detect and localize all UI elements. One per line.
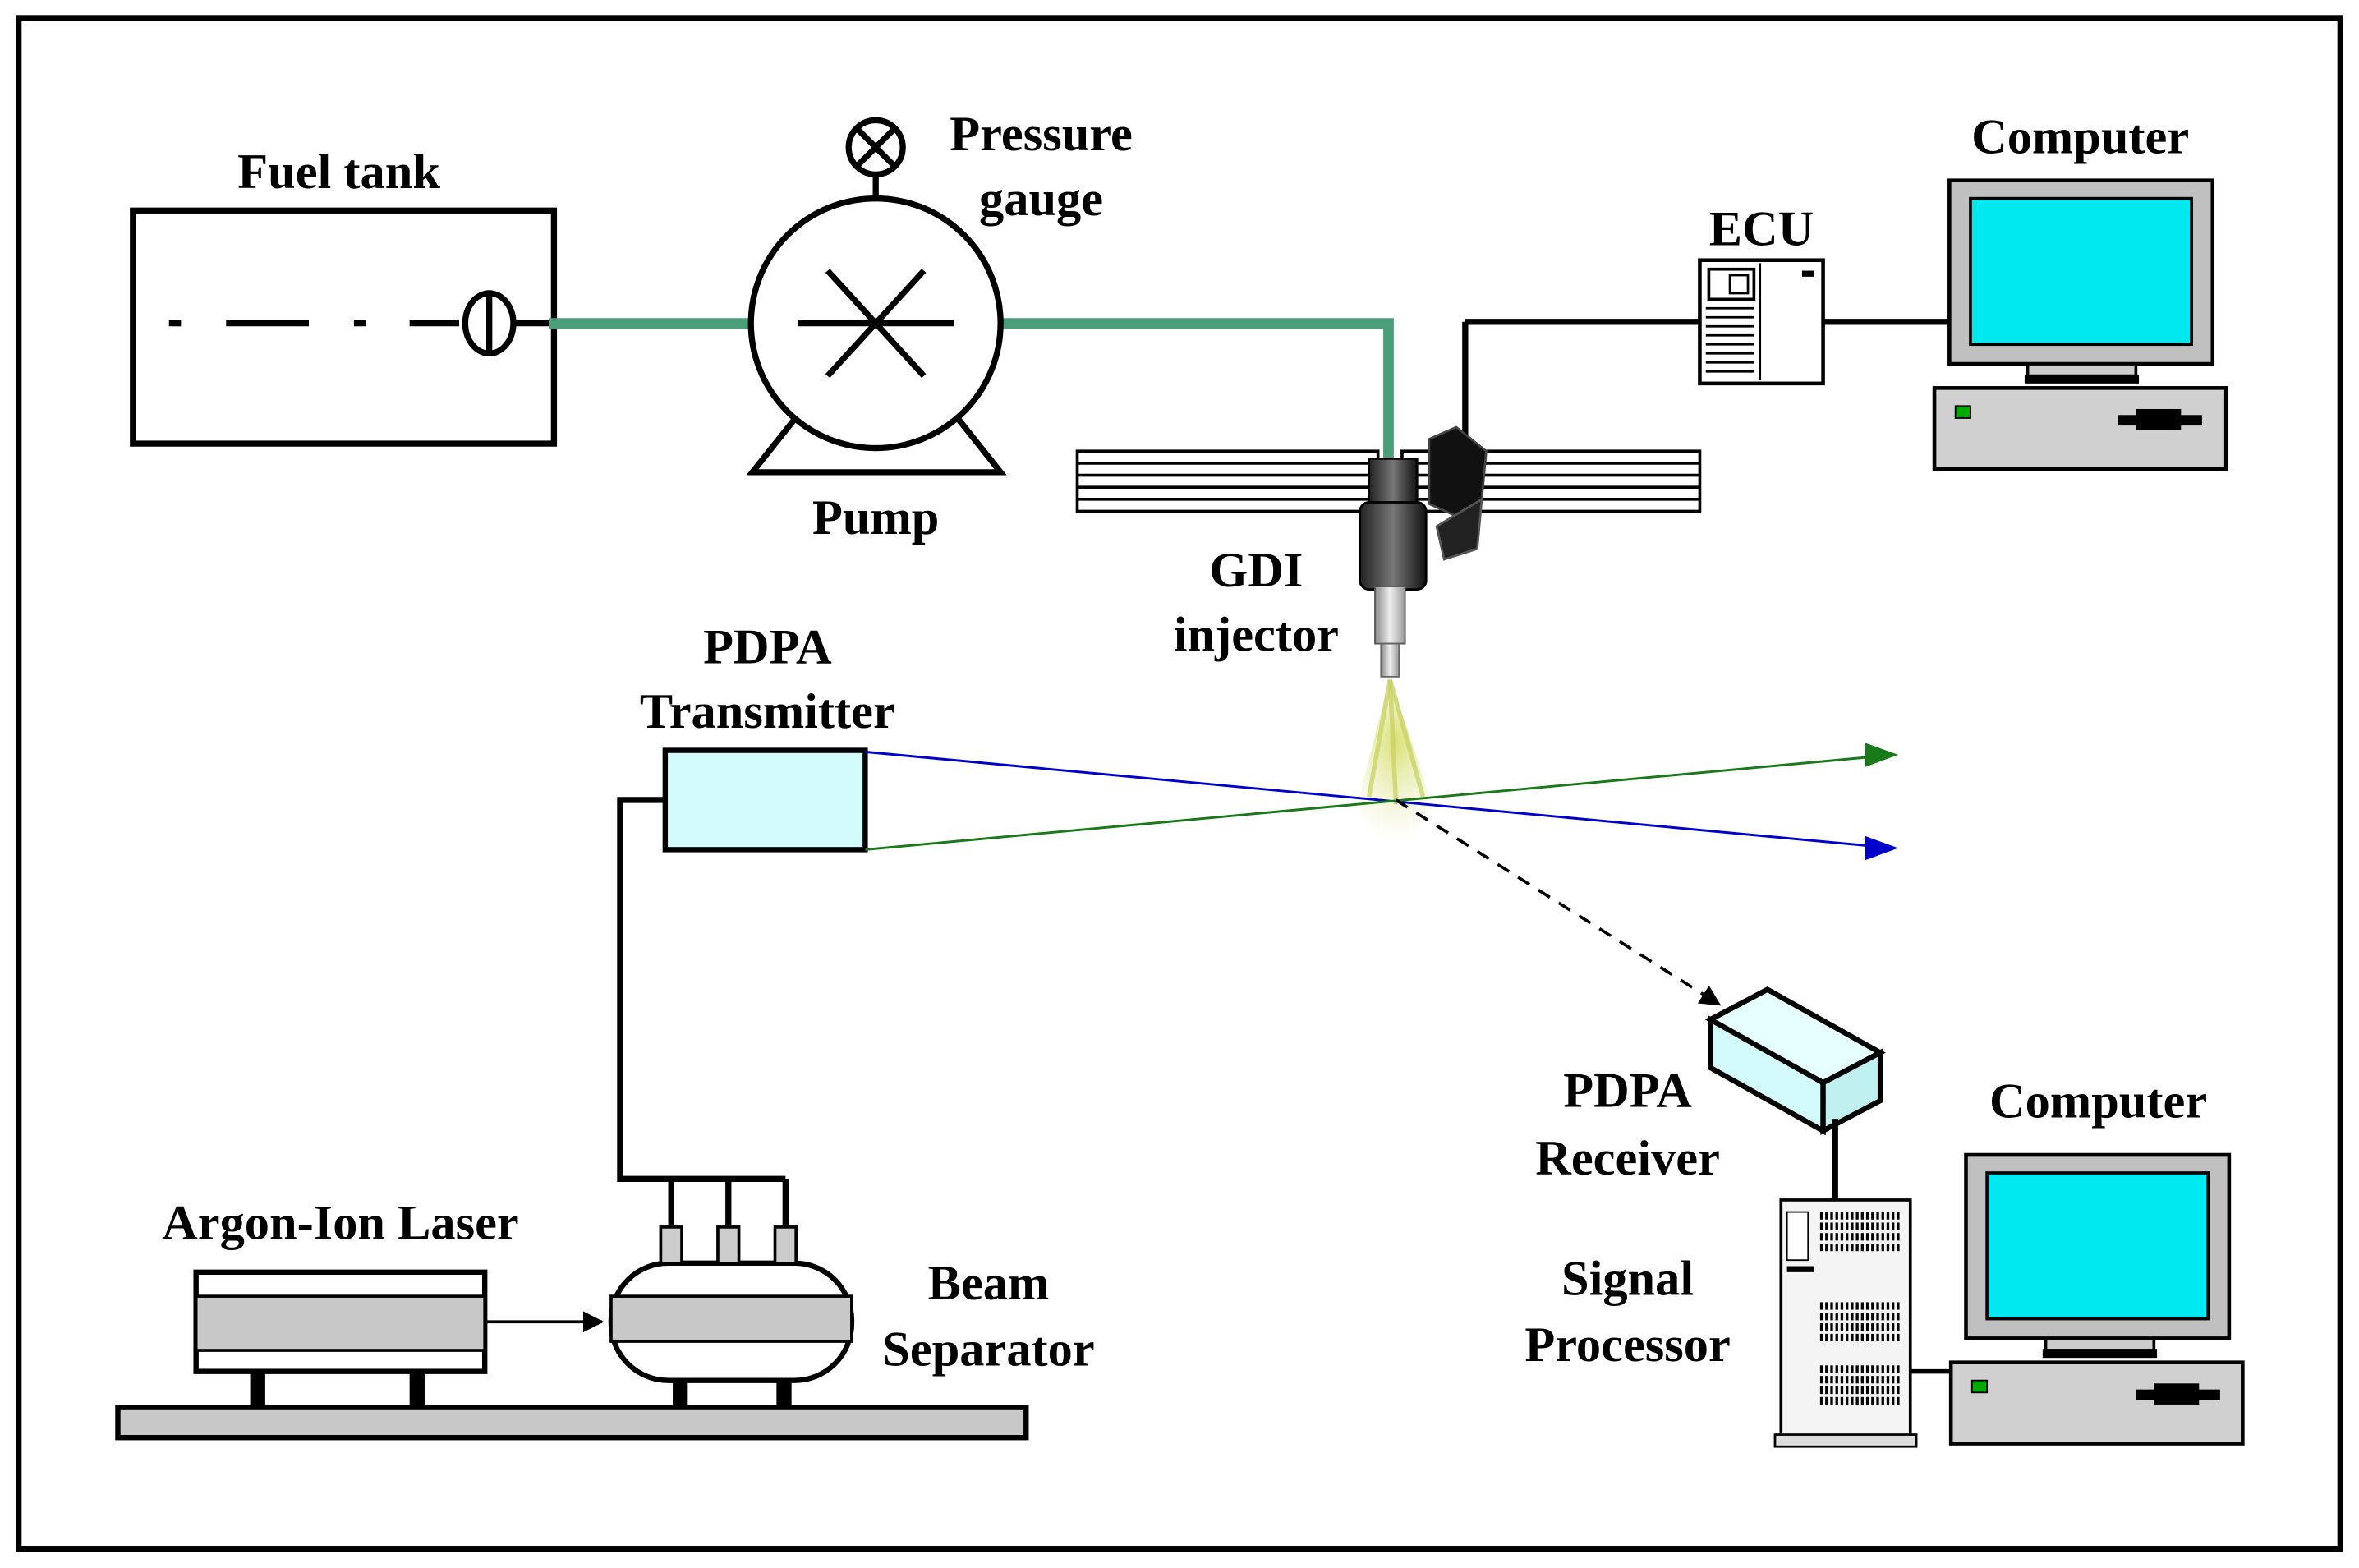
fuel-spray — [1348, 676, 1445, 843]
gdi-injector-label-line1: GDI — [1209, 543, 1303, 598]
pdpa-receiver-label-line2: Receiver — [1535, 1131, 1720, 1186]
pump — [746, 177, 1007, 476]
fuel-line — [548, 318, 1394, 464]
ecu-label: ECU — [1709, 201, 1814, 256]
scattered-light-path — [1395, 798, 1722, 1006]
pdpa-receiver — [1704, 986, 1886, 1200]
argon-ion-laser-label: Argon-Ion Laser — [162, 1196, 519, 1251]
pdpa-transmitter — [617, 747, 868, 1182]
beam-separator — [608, 1179, 855, 1408]
computer-bottom — [1948, 1152, 2245, 1446]
laser-beams — [865, 743, 1899, 861]
pressure-gauge-label-line1: Pressure — [950, 107, 1133, 162]
pdpa-receiver-label-line1: PDPA — [1563, 1063, 1692, 1118]
pdpa-transmitter-label-line2: Transmitter — [640, 684, 895, 739]
computer-bottom-label: Computer — [1989, 1074, 2207, 1129]
pressure-gauge-label-line2: gauge — [979, 172, 1103, 227]
pressure-gauge-icon — [845, 117, 906, 178]
signal-processor-label-line2: Processor — [1524, 1317, 1730, 1373]
computer-top — [1932, 178, 2228, 471]
beam-separator-label-line1: Beam — [928, 1256, 1050, 1311]
signal-processor — [1773, 1198, 1953, 1448]
optical-table — [115, 1405, 1029, 1441]
gdi-injector — [1359, 319, 1700, 678]
fuel-tank — [130, 207, 558, 447]
pdpa-transmitter-label-line1: PDPA — [703, 619, 832, 674]
argon-ion-laser — [193, 1269, 605, 1408]
pump-label: Pump — [812, 490, 939, 545]
ecu — [1698, 258, 1950, 386]
computer-top-label: Computer — [1971, 110, 2189, 165]
gdi-injector-label-line2: injector — [1174, 608, 1339, 663]
fuel-tank-label: Fuel tank — [237, 145, 440, 200]
beam-separator-label-line2: Separator — [882, 1322, 1094, 1377]
signal-processor-label-line1: Signal — [1561, 1251, 1694, 1306]
